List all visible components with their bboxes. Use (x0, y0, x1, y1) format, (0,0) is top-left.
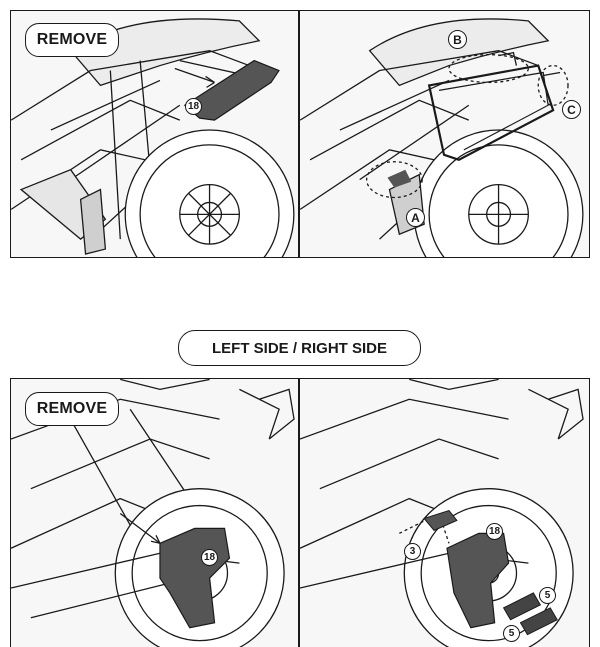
remove-label: REMOVE (25, 23, 119, 57)
panel-top-left-remove: REMOVE 18 (10, 10, 299, 258)
plate-holder-removal-illustration (11, 379, 295, 647)
section-label: LEFT SIDE / RIGHT SIDE (178, 330, 421, 366)
remove-label: REMOVE (25, 392, 119, 426)
panel-bottom-right-install: 18 3 5 5 (299, 378, 590, 647)
callout-c: C (562, 100, 581, 119)
plate-holder-bolts-illustration (300, 379, 584, 647)
side-frame-installation-illustration (300, 18, 584, 257)
panel-bottom-left-remove: REMOVE 18 (10, 378, 299, 647)
panel-top-right-install: B C A (299, 10, 590, 258)
callout-18: 18 (201, 549, 218, 566)
callout-5: 5 (503, 625, 520, 642)
callout-3: 3 (404, 543, 421, 560)
motorcycle-rear-illustration (11, 18, 295, 257)
callout-b: B (448, 30, 467, 49)
callout-a: A (406, 208, 425, 227)
callout-18: 18 (486, 523, 503, 540)
callout-18: 18 (185, 98, 202, 115)
callout-5: 5 (539, 587, 556, 604)
